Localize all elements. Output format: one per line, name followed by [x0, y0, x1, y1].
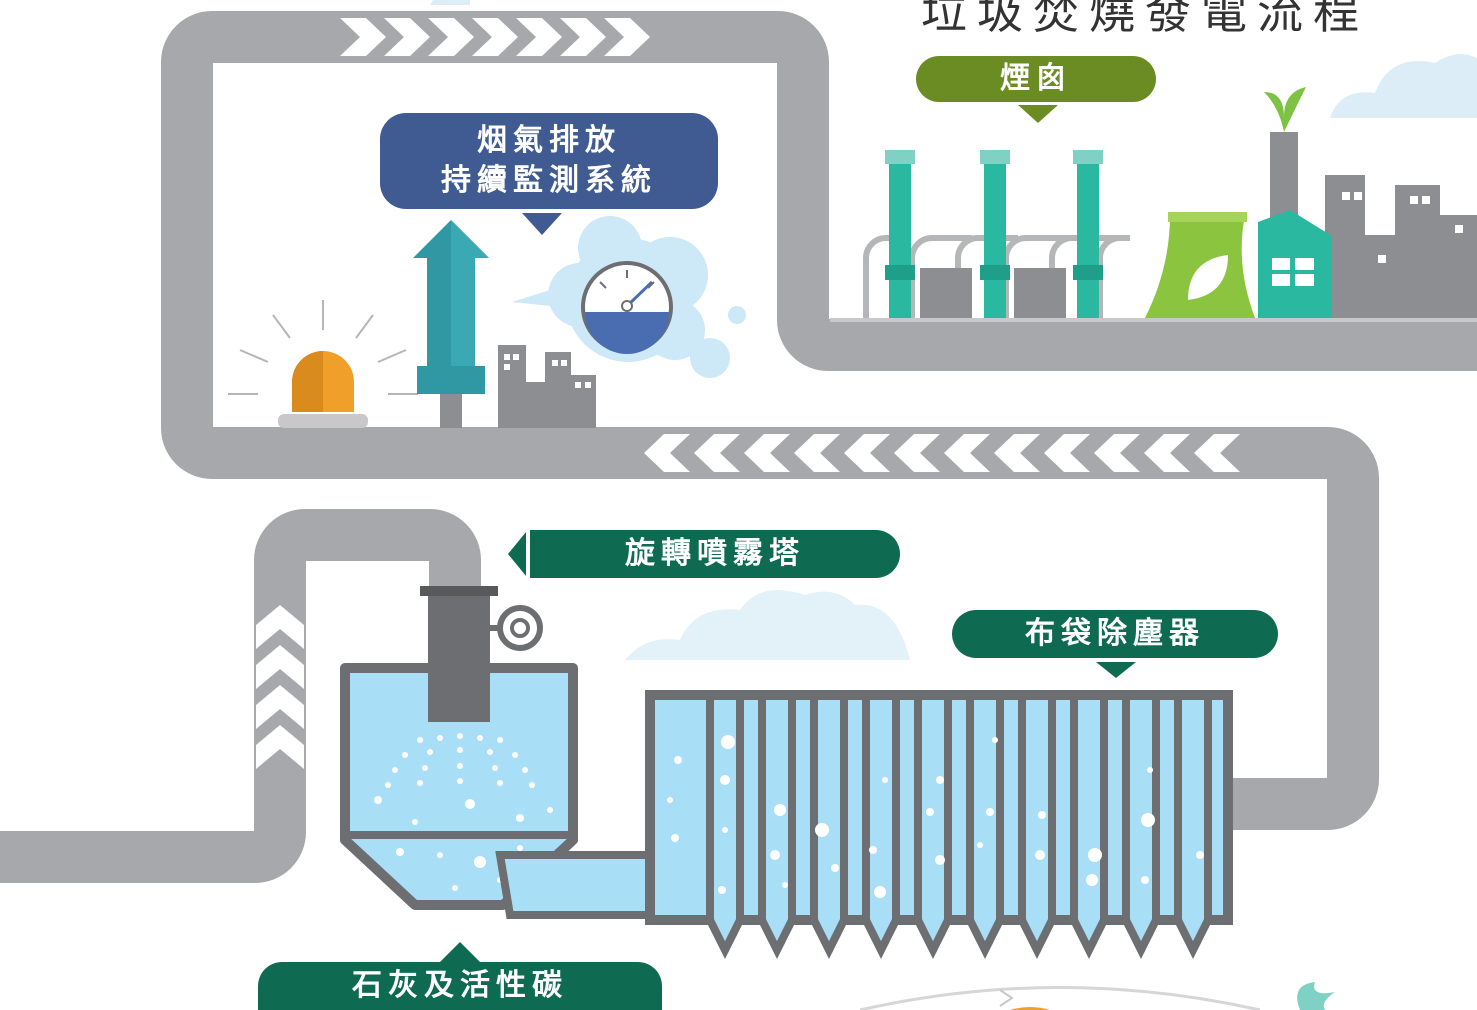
chimney-label: 煙囪 — [916, 56, 1156, 102]
lime-carbon-label-text: 石灰及活性碳 — [352, 968, 568, 1003]
cems-label: 烟氣排放 持續監測系統 — [380, 113, 718, 209]
chimney-label-text: 煙囪 — [1000, 61, 1072, 96]
lime-carbon-label: 石灰及活性碳 — [258, 962, 662, 1010]
connecting-duct — [495, 851, 654, 919]
baghouse-filter-icon — [645, 690, 1233, 959]
spray-tower-icon — [340, 586, 578, 910]
cems-label-line1: 烟氣排放 — [477, 123, 621, 158]
alarm-light-icon — [228, 300, 418, 428]
spray-tower-label-text: 旋轉噴霧塔 — [625, 536, 805, 571]
flow-arrows-top — [340, 18, 650, 56]
baghouse-label-text: 布袋除塵器 — [1025, 616, 1205, 651]
green-factory-icon — [1145, 87, 1477, 318]
flue-gas-pipe — [0, 10, 1477, 883]
cems-label-line2: 持續監測系統 — [441, 163, 657, 198]
flow-arrows-middle — [644, 434, 1240, 472]
label-pointers — [440, 105, 1136, 962]
city-buildings-icon — [498, 345, 596, 428]
ground-line — [830, 318, 1477, 322]
bottom-decoration — [859, 982, 1335, 1010]
emission-stack-arrow-icon — [413, 220, 489, 428]
page-title: 垃圾焚燒發電流程 — [921, 0, 1369, 39]
chimney-stacks-icon — [863, 150, 1130, 318]
monitor-gauge-icon — [512, 216, 746, 378]
spray-tower-label: 旋轉噴霧塔 — [530, 530, 900, 578]
baghouse-label: 布袋除塵器 — [952, 610, 1278, 658]
flow-arrows-vertical — [256, 605, 304, 769]
background-clouds — [430, 0, 1477, 660]
